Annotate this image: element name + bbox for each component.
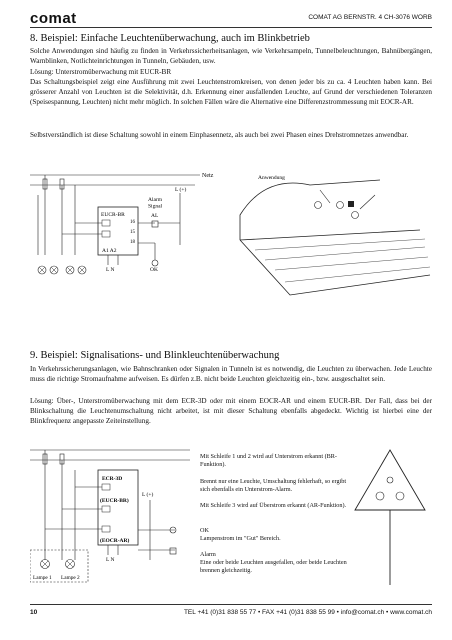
section-8-solution: Lösung: Unterstromüberwachung mit EUCR-B… (30, 68, 172, 76)
tunnel-outline (239, 179, 381, 240)
circuit-diagram-9: ECR-3D (EUCR-BR) (EOCR-AR) L N L (+) Lam… (30, 449, 426, 585)
note-ok: OK Lampenstrom im "Gut" Bereich. (200, 527, 281, 542)
footer-rule (30, 604, 432, 605)
note-br-function: Mit Schleife 1 und 2 wird auf Unterstrom… (200, 453, 337, 468)
signal-lamp-right (395, 491, 405, 501)
eucr-br-label-9: (EUCR-BR) (100, 497, 129, 504)
signal-lamp-top (386, 476, 394, 484)
tunnel-lamp-1 (314, 201, 322, 209)
page-number: 10 (30, 609, 38, 616)
l-plus-label-9: L (+) (142, 491, 153, 498)
section-8-note: Selbstverständlich ist diese Schaltung s… (30, 131, 409, 139)
eocr-ar-label: (EOCR-AR) (100, 537, 129, 544)
ecr-3d-label: ECR-3D (102, 476, 122, 482)
ecr-3d-device (97, 469, 139, 546)
l-n-label: L N (106, 267, 115, 273)
tunnel-box (348, 201, 354, 207)
ok-label: OK (150, 267, 158, 273)
a1-a2-label: A1 A2 (102, 248, 117, 254)
note-switch-fault: Brennt nur eine Leuchte, Umschaltung feh… (200, 478, 347, 493)
lamp-2 (49, 265, 59, 275)
lamp-4 (77, 265, 87, 275)
section-8-title: 8. Beispiel: Einfache Leuchtenüberwachun… (30, 33, 310, 44)
tunnel-lamp-3 (351, 211, 359, 219)
anwendung-label: Anwendung (258, 175, 285, 181)
eucr-br-label: EUCR-BR (101, 212, 125, 218)
l-plus-label: L (+) (175, 186, 186, 193)
lampe-1-label: Lampe 1 (33, 575, 52, 581)
pin-16: 16 (130, 220, 136, 225)
l-n-label-9: L N (106, 557, 115, 563)
warning-triangle (354, 449, 426, 511)
lamp-1 (37, 265, 47, 275)
al-label: AL (151, 213, 159, 219)
lampe-1-symbol (40, 559, 50, 569)
lampe-2-label: Lampe 2 (61, 575, 80, 581)
pin-18: 18 (130, 240, 136, 245)
lamp-3 (65, 265, 75, 275)
pin-15: 15 (130, 230, 136, 235)
section-8-intro: Solche Anwendungen sind häufig zu finden… (30, 47, 432, 66)
ok-lamp-9 (169, 526, 177, 534)
lampe-2-symbol (65, 559, 75, 569)
company-address: COMAT AG BERNSTR. 4 CH-3076 WORB (308, 14, 432, 21)
footer-contact: TEL +41 (0)31 838 55 77 • FAX +41 (0)31 … (183, 609, 432, 616)
lamp-enclosure (30, 549, 89, 583)
section-8-description: Das Schaltungsbeispiel zeigt eine Ausfüh… (30, 78, 432, 107)
ok-lamp (151, 259, 159, 267)
tunnel-lamp-2 (336, 201, 344, 209)
note-alarm: Alarm Eine oder beide Leuchten ausgefall… (200, 551, 347, 574)
netz-label: Netz (202, 173, 214, 179)
alarm-relay-9 (169, 547, 177, 555)
section-9-solution: Lösung: Über-, Unterstromüberwachung mit… (30, 397, 432, 426)
section-9-intro: In Verkehrssicherungsanlagen, wie Bahnsc… (30, 365, 432, 384)
alarm-relay (151, 220, 159, 228)
company-logo: comat (30, 10, 77, 27)
signal-lamp-left (375, 491, 385, 501)
section-9-title: 9. Beispiel: Signalisations- und Blinkle… (30, 350, 280, 361)
note-ar-function: Mit Schleife 3 wird auf Überstrom erkann… (200, 502, 347, 509)
header-rule (30, 27, 432, 28)
